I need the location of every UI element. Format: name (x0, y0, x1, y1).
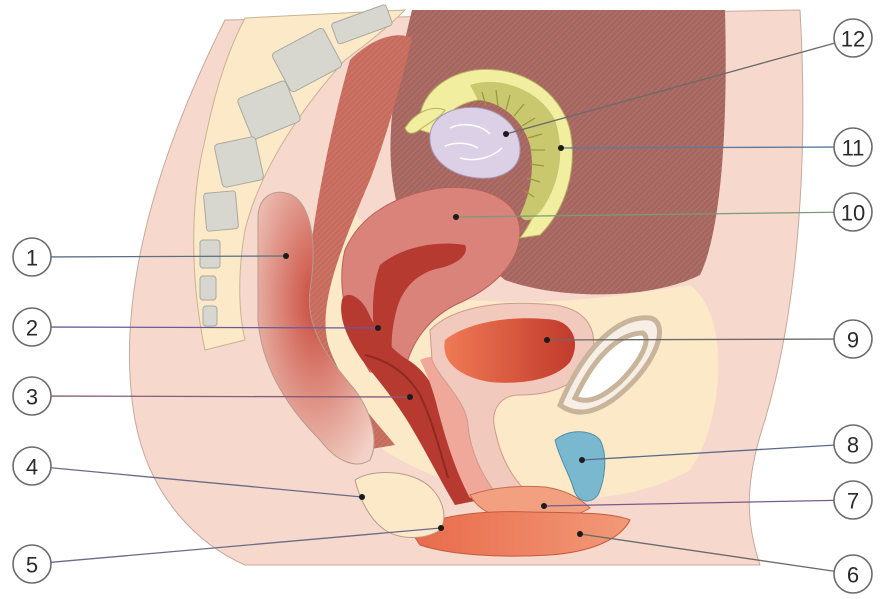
callout-number-4: 4 (26, 455, 38, 480)
leader-dot-11 (558, 145, 564, 151)
leader-dot-3 (407, 394, 413, 400)
callout-number-1: 1 (26, 246, 38, 271)
leader-line-1 (51, 256, 286, 257)
callout-number-7: 7 (847, 489, 859, 514)
leader-dot-9 (544, 337, 550, 343)
callout-number-5: 5 (26, 553, 38, 578)
callout-number-2: 2 (26, 316, 38, 341)
leader-dot-2 (375, 325, 381, 331)
callout-number-10: 10 (841, 201, 865, 226)
leader-dot-10 (453, 214, 459, 220)
leader-dot-5 (438, 525, 444, 531)
callout-number-8: 8 (847, 433, 859, 458)
callout-number-6: 6 (847, 563, 859, 588)
callout-number-12: 12 (841, 27, 865, 52)
leader-dot-6 (577, 531, 583, 537)
callout-number-11: 11 (842, 136, 865, 161)
leader-dot-1 (283, 253, 289, 259)
leader-dot-4 (359, 494, 365, 500)
leader-dot-7 (541, 503, 547, 509)
callout-number-3: 3 (26, 385, 38, 410)
leader-dot-12 (503, 131, 509, 137)
callout-number-9: 9 (847, 328, 859, 353)
leader-dot-8 (579, 457, 585, 463)
